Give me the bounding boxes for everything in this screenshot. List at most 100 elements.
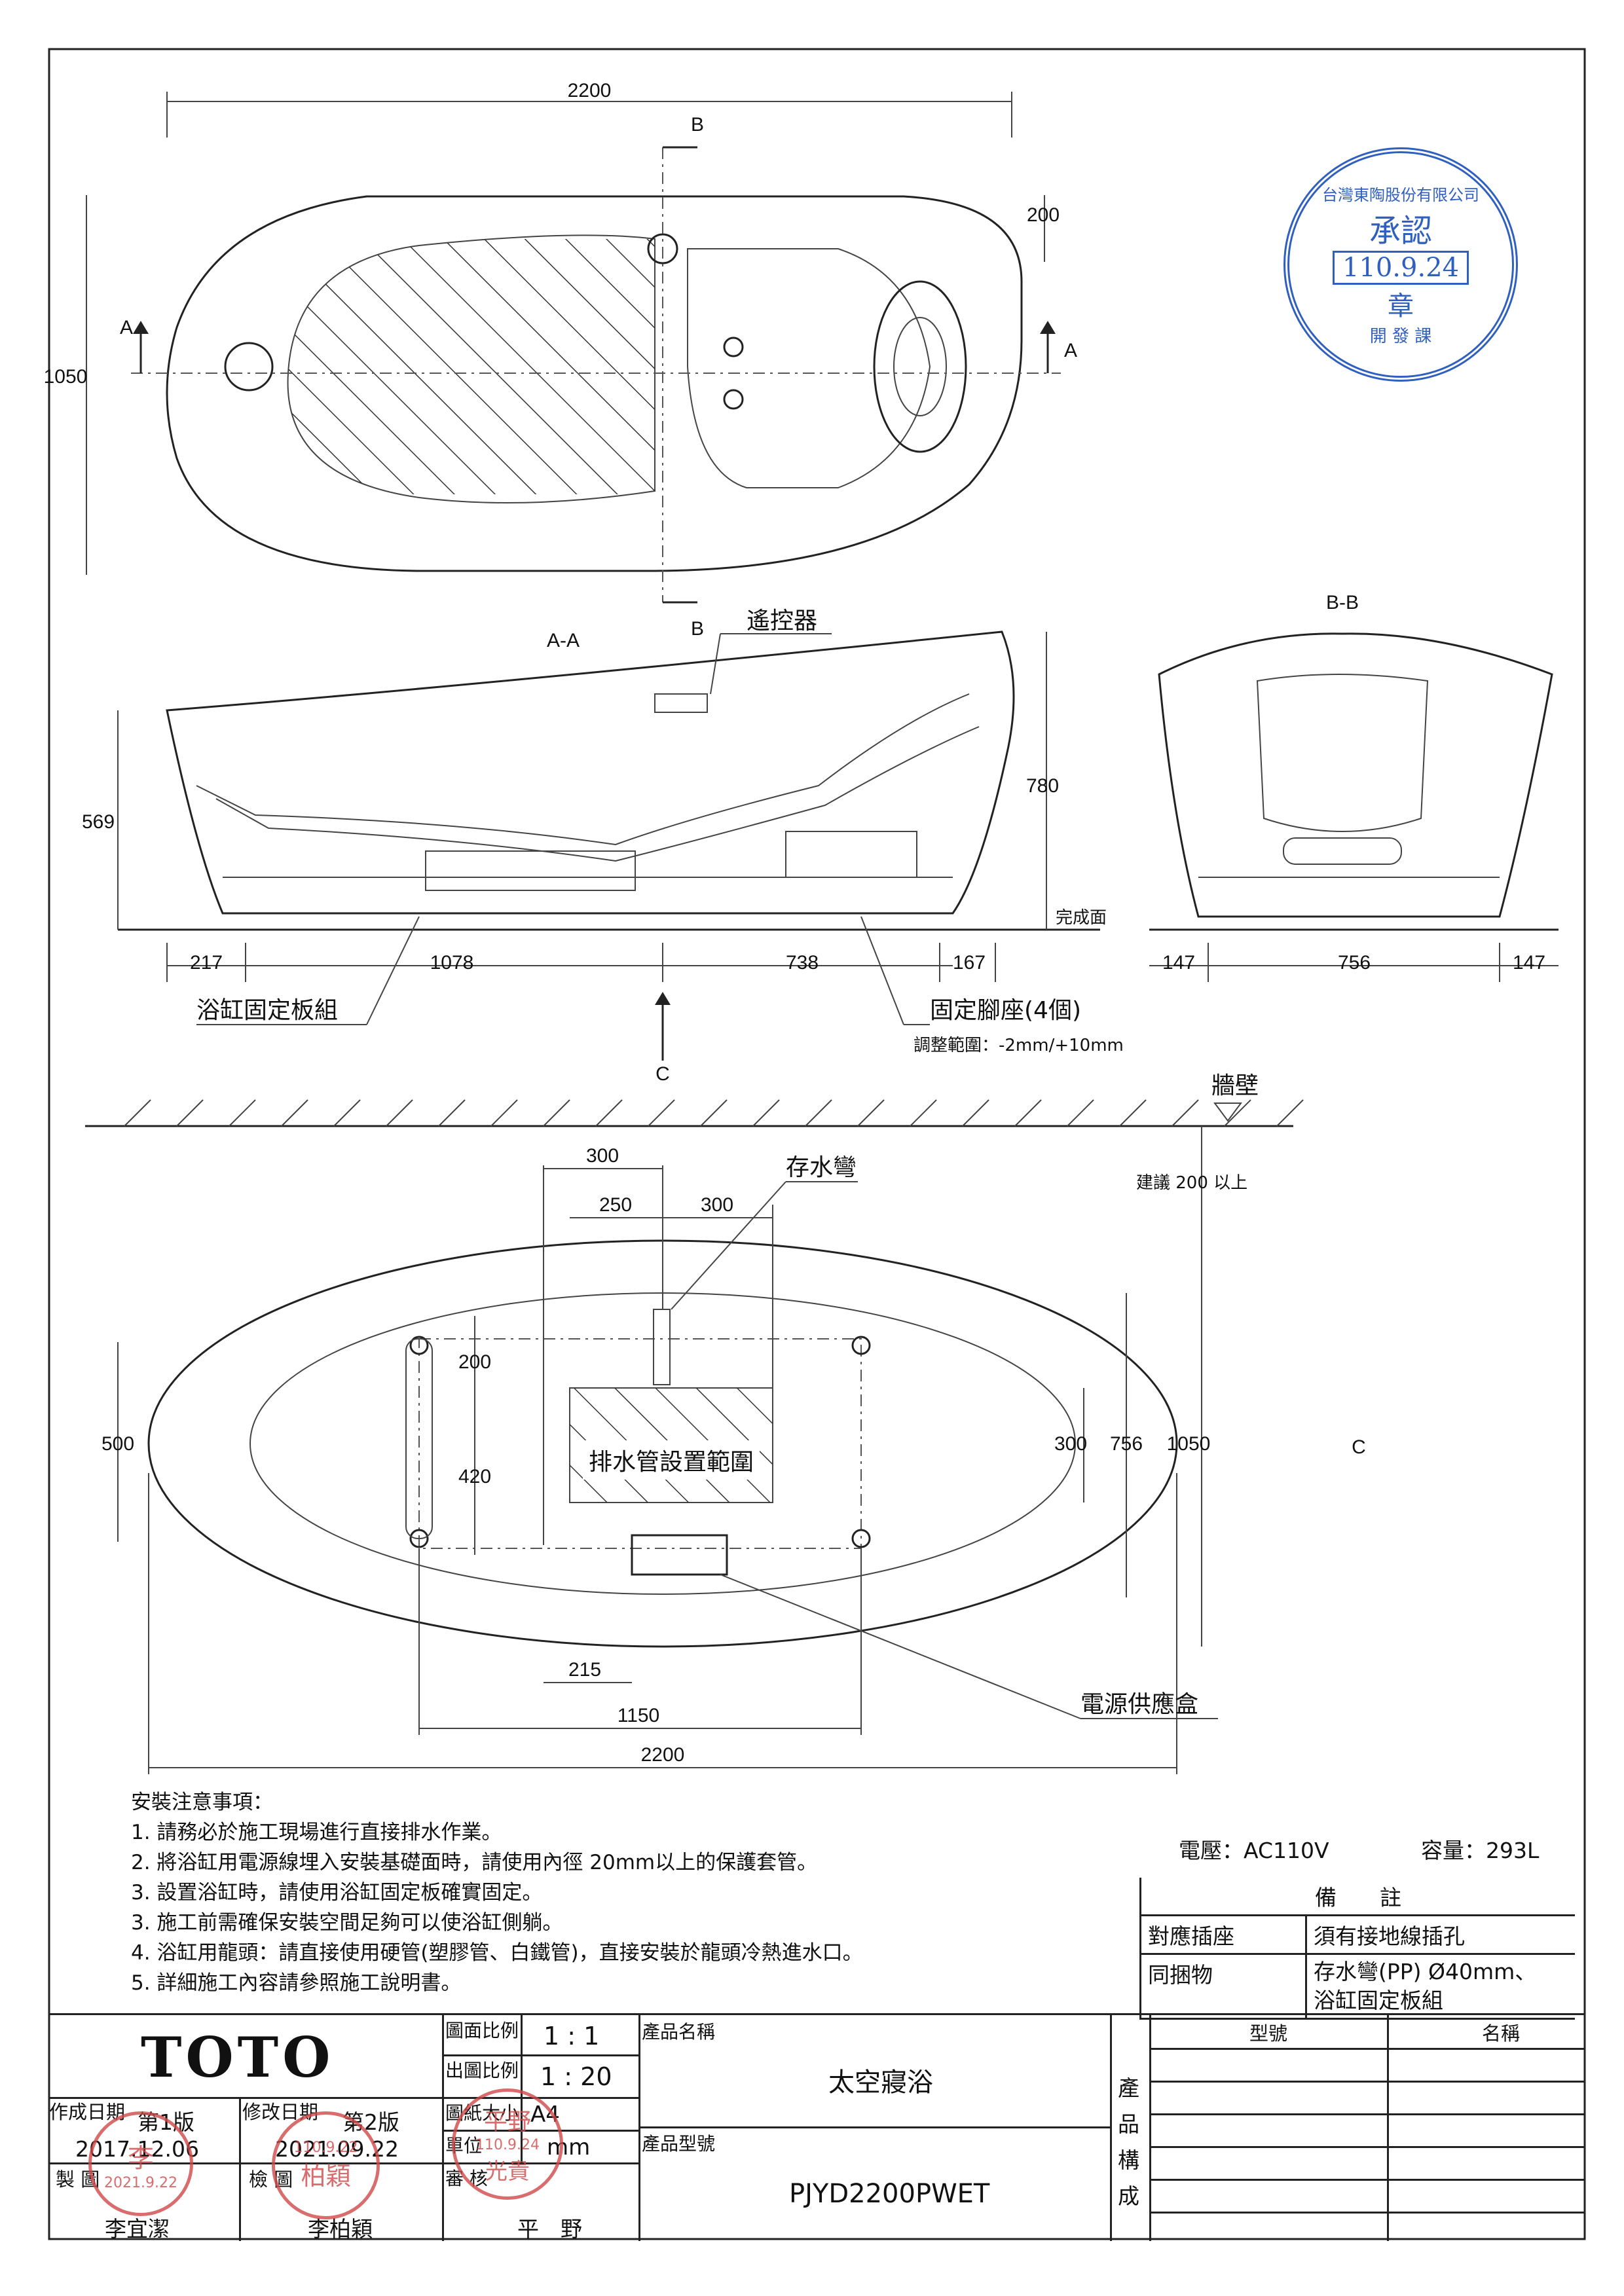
dim-420: 420 (458, 1466, 491, 1487)
dim-200: 200 (458, 1351, 491, 1373)
install-notes: 安裝注意事項： 1. 請務必於施工現場進行直接排水作業。 2. 將浴缸用電源線埋… (131, 1787, 863, 1998)
checker-name: 李柏穎 (308, 2216, 373, 2242)
remarks-table: 備 註 對應插座須有接地線插孔 同捆物 存水彎(PP) Ø40mm、浴缸固定板組 (1139, 1878, 1575, 2020)
note-6: 5. 詳細施工內容請參照施工說明書。 (131, 1971, 462, 1995)
dim-1150: 1150 (618, 1705, 660, 1726)
top-plan-view: 2200 1050 200 A A B B (44, 80, 1077, 640)
product-name: 太空寢浴 (828, 2068, 933, 2098)
checker-stamp-name: 柏穎 (301, 2161, 351, 2191)
dim-bottom-1: 217 (190, 952, 223, 974)
dim-height-left: 569 (82, 811, 115, 833)
bottom-plan-view: 牆壁 建議 200 以上 排水管設置範圍 300 250 300 存水彎 200… (85, 1072, 1366, 1774)
col-name-header: 名稱 (1482, 2022, 1521, 2045)
section-b-bottom: B (691, 618, 704, 640)
dim-length: 2200 (568, 80, 612, 101)
remark-1-label: 對應插座 (1139, 1914, 1307, 1955)
toto-logo: TOTO (141, 2025, 335, 2090)
approval-stamp: 台灣東陶股份有限公司 承認 110.9.24 章 開 發 課 (1283, 147, 1518, 382)
dim-bottom-3: 738 (786, 952, 819, 974)
drawer-stamp-date: 2021.9.22 (104, 2174, 177, 2191)
capacity-spec: 容量：293L (1421, 1838, 1540, 1863)
dim-215: 215 (568, 1659, 601, 1681)
section-aa-title: A-A (547, 630, 580, 651)
composition-3: 構 (1118, 2147, 1139, 2173)
product-model: PJYD2200PWET (789, 2179, 990, 2209)
dim-300-v: 300 (1054, 1433, 1087, 1455)
scale-value: 1 : 1 (544, 2022, 600, 2050)
approval-side-1: 開 (1369, 327, 1387, 346)
dim-250: 250 (599, 1194, 632, 1216)
composition-2: 品 (1118, 2111, 1139, 2137)
dim-300-right: 300 (701, 1194, 733, 1216)
dim-1050: 1050 (1167, 1433, 1211, 1455)
section-a-left: A (120, 317, 133, 338)
floor-label: 完成面 (1056, 908, 1107, 928)
section-c-label: C (655, 1063, 670, 1085)
reviewer-stamp-date: 110.9.24 (475, 2137, 540, 2153)
product-name-label: 產品名稱 (642, 2021, 716, 2043)
remark-1-value: 須有接地線插孔 (1305, 1914, 1575, 1955)
dim-bottom-2: 1078 (430, 952, 474, 974)
drawer-stamp-name: 李 (128, 2143, 154, 2174)
section-bb-title: B-B (1326, 592, 1359, 613)
section-a-right: A (1064, 340, 1077, 361)
sheet-border (48, 48, 1586, 2240)
composition-4: 成 (1118, 2183, 1139, 2209)
title-block: TOTO 作成日期 第1版 2017.12.06 修改日期 第2版 2021.0… (49, 2013, 1585, 2242)
note-4: 3. 施工前需確保安裝空間足夠可以使浴缸側躺。 (131, 1911, 563, 1935)
adjust-range: 調整範圍：-2mm/+10mm (913, 1036, 1124, 1055)
wall-label: 牆壁 (1211, 1072, 1259, 1099)
remark-2-value-2: 浴缸固定板組 (1314, 1988, 1443, 2013)
remote-label: 遙控器 (747, 608, 817, 634)
approval-seal: 章 (1388, 291, 1414, 321)
reviewer-stamp-sub: 光貴 (485, 2159, 530, 2185)
drawer-stamp: 李 2021.9.22 (88, 2111, 193, 2216)
checker-stamp: 110.9.22 柏穎 (272, 2111, 380, 2219)
bb-dim-2: 756 (1338, 952, 1371, 974)
section-b-top: B (691, 114, 704, 136)
checker-stamp-date: 110.9.22 (293, 2139, 358, 2156)
approval-word: 承認 (1369, 213, 1432, 249)
note-1: 1. 請務必於施工現場進行直接排水作業。 (131, 1821, 502, 1844)
feet-label: 固定腳座(4個) (930, 997, 1081, 1024)
dim-500: 500 (101, 1433, 134, 1455)
output-scale-label: 出圖比例 (445, 2060, 519, 2081)
view-c-label: C (1352, 1436, 1366, 1458)
dim-bottom-4: 167 (953, 952, 986, 974)
power-box-label: 電源供應盒 (1080, 1691, 1198, 1718)
composition-1: 產 (1118, 2075, 1139, 2101)
remark-2-label: 同捆物 (1139, 1953, 1307, 2020)
notes-title: 安裝注意事項： (131, 1791, 273, 1814)
section-aa-view: A-A 569 780 完成面 遙控器 217 1078 738 167 浴缸固… (82, 608, 1124, 1085)
col-model-header: 型號 (1249, 2022, 1288, 2045)
bb-dim-1: 147 (1162, 952, 1195, 974)
section-bb-view: B-B 147 756 147 (1149, 592, 1559, 982)
approval-company: 台灣東陶股份有限公司 (1322, 186, 1479, 204)
reviewer-name: 平 野 (517, 2216, 582, 2242)
drawer-name: 李宜潔 (105, 2216, 170, 2242)
approval-date: 110.9.24 (1332, 251, 1469, 285)
bb-dim-3: 147 (1513, 952, 1545, 974)
approval-side-3: 課 (1414, 327, 1432, 346)
dim-height-right: 780 (1026, 775, 1059, 797)
note-3: 3. 設置浴缸時，請使用浴缸固定板確實固定。 (131, 1881, 543, 1904)
reviewer-stamp-name: 平野 (483, 2109, 531, 2136)
dim-2200-bottom: 2200 (641, 1744, 685, 1766)
dim-756: 756 (1110, 1433, 1143, 1455)
reviewer-stamp: 平野 110.9.24 光貴 (452, 2088, 563, 2200)
remarks-header: 備 註 (1139, 1878, 1575, 1916)
drain-range-label: 排水管設置範圍 (589, 1449, 754, 1476)
note-2: 2. 將浴缸用電源線埋入安裝基礎面時，請使用內徑 20mm以上的保護套管。 (131, 1851, 818, 1874)
scale-label: 圖面比例 (445, 2020, 519, 2041)
wall-note: 建議 200 以上 (1136, 1173, 1247, 1193)
approval-side-2: 發 (1392, 327, 1409, 346)
remark-2-value-1: 存水彎(PP) Ø40mm、 (1314, 1959, 1537, 1984)
dim-300-top: 300 (586, 1145, 619, 1167)
dim-offset: 200 (1027, 204, 1060, 226)
note-5: 4. 浴缸用龍頭：請直接使用硬管(塑膠管、白鐵管)，直接安裝於龍頭冷熱進水口。 (131, 1941, 863, 1965)
trap-label: 存水彎 (786, 1154, 857, 1181)
product-model-label: 產品型號 (642, 2133, 716, 2155)
fix-plate-label: 浴缸固定板組 (196, 997, 338, 1024)
output-scale-value: 1 : 20 (540, 2062, 612, 2091)
